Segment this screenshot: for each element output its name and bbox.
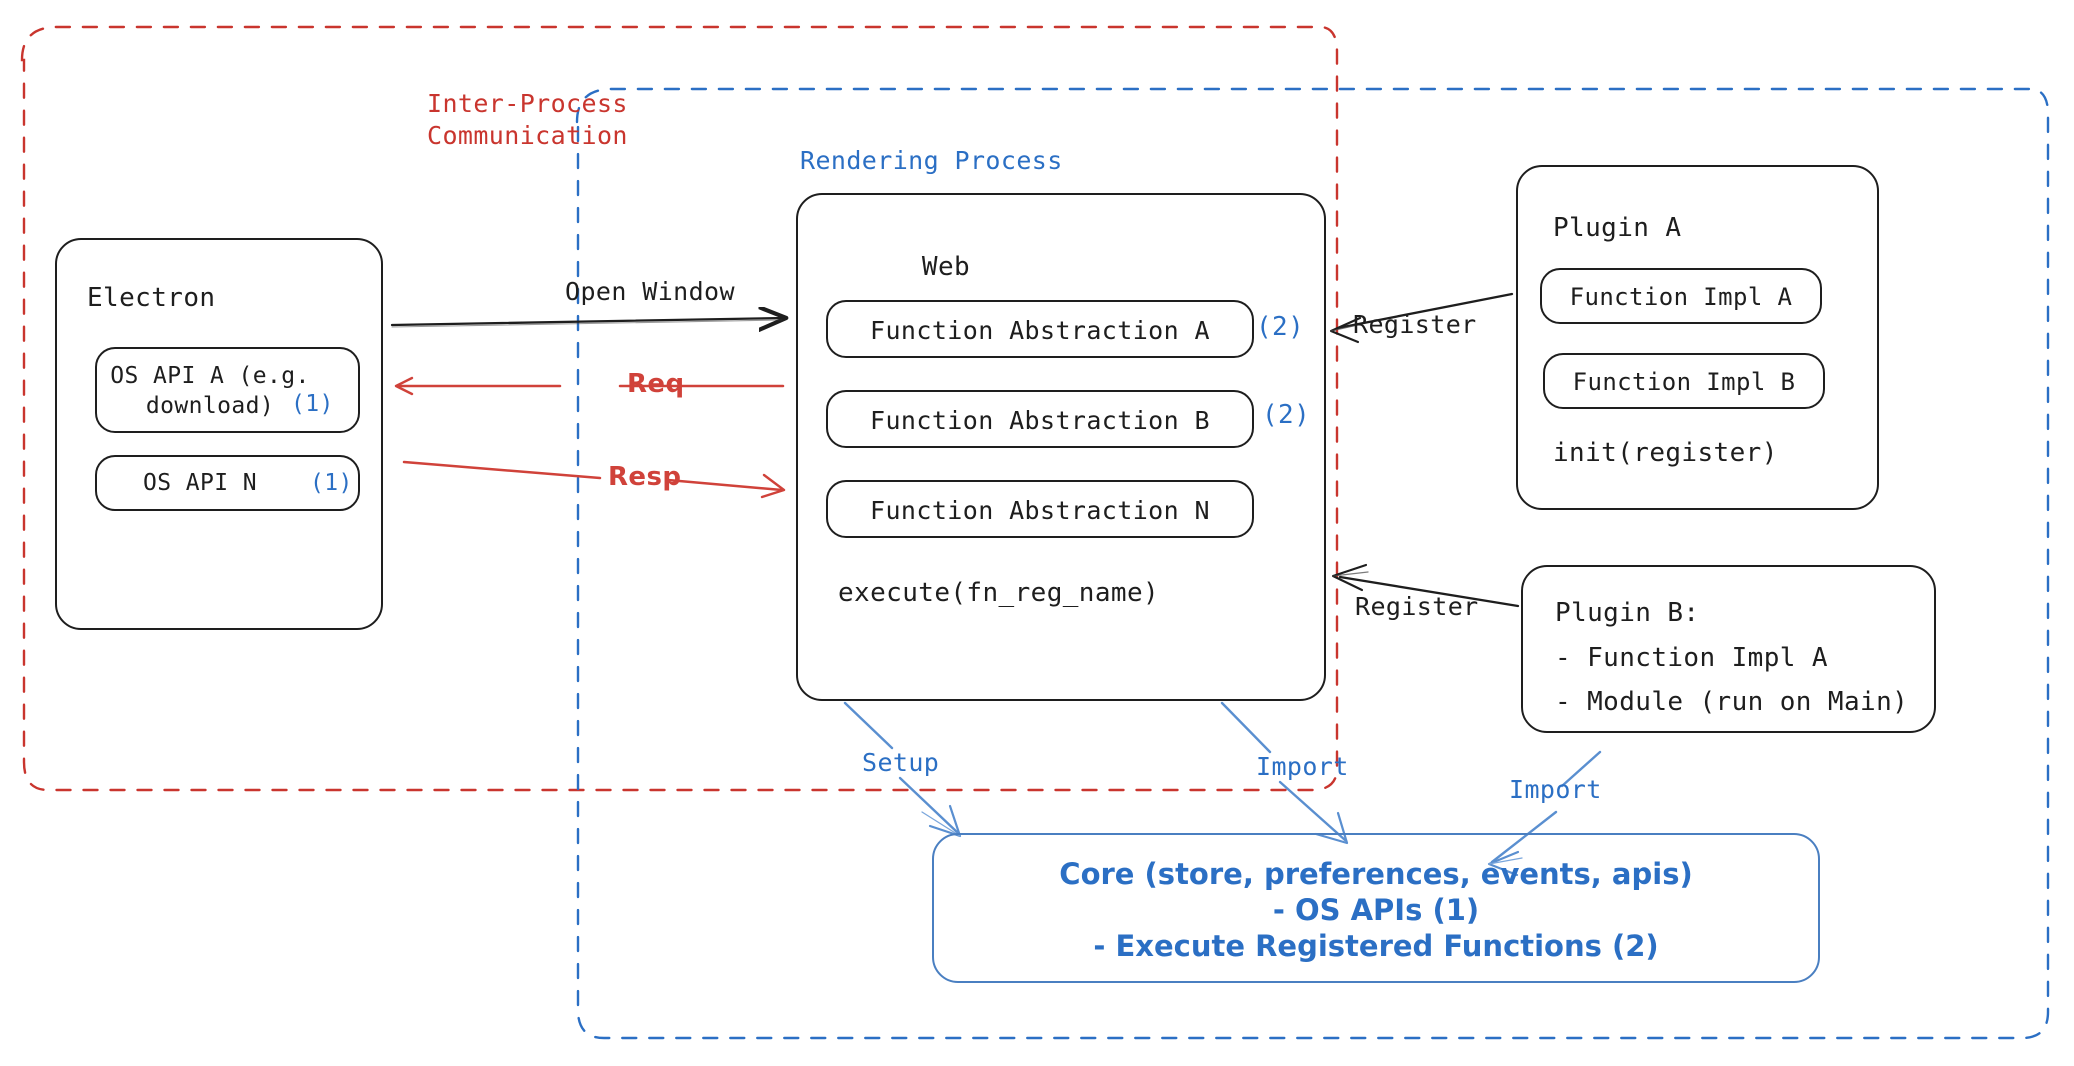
rendering-process-label: Rendering Process — [800, 146, 1063, 175]
os-api-n-label: OS API N — [143, 470, 257, 496]
function-abstraction-a-marker: (2) — [1256, 312, 1305, 342]
function-abstraction-n-box[interactable] — [826, 480, 1254, 538]
function-abstraction-a-label: Function Abstraction A — [870, 316, 1210, 345]
plugin-a-init-label: init(register) — [1553, 438, 1778, 468]
plugin-b-box[interactable] — [1521, 565, 1936, 733]
function-abstraction-b-marker: (2) — [1262, 400, 1311, 430]
electron-box[interactable] — [55, 238, 383, 630]
edge-open-window — [390, 318, 784, 327]
edge-setup-label: Setup — [862, 748, 940, 777]
plugin-a-box[interactable] — [1516, 165, 1879, 510]
core-line-1: Core (store, preferences, events, apis) — [1059, 857, 1693, 891]
function-impl-a-box[interactable] — [1540, 268, 1822, 324]
core-box[interactable] — [932, 833, 1820, 983]
os-api-a-box[interactable] — [95, 347, 360, 433]
edge-import-plugin-label: Import — [1509, 775, 1602, 804]
edge-register-a-label: Register — [1353, 310, 1477, 339]
function-abstraction-b-label: Function Abstraction B — [870, 406, 1210, 435]
function-abstraction-a-box[interactable] — [826, 300, 1254, 358]
edge-req-label: Req — [627, 369, 685, 399]
function-impl-b-box[interactable] — [1543, 353, 1825, 409]
web-title: Web — [921, 252, 971, 282]
electron-title: Electron — [87, 283, 216, 313]
edge-resp-label: Resp — [608, 462, 682, 492]
function-abstraction-n-label: Function Abstraction N — [870, 496, 1210, 525]
os-api-a-label: OS API A (e.g. download) — [110, 363, 310, 420]
web-execute-label: execute(fn_reg_name) — [838, 578, 1160, 608]
edge-import-web-label: Import — [1256, 752, 1349, 781]
os-api-n-marker: (1) — [310, 470, 353, 496]
plugin-b-line-2: - Module (run on Main) — [1555, 687, 1909, 717]
os-api-n-box[interactable] — [95, 455, 360, 511]
plugin-b-title: Plugin B: — [1555, 598, 1700, 628]
edge-register-b-label: Register — [1355, 592, 1479, 621]
plugin-b-line-1: - Function Impl A — [1555, 643, 1828, 673]
core-line-3: - Execute Registered Functions (2) — [1093, 929, 1659, 963]
function-impl-a-label: Function Impl A — [1569, 283, 1793, 311]
function-abstraction-b-box[interactable] — [826, 390, 1254, 448]
function-impl-b-label: Function Impl B — [1572, 368, 1796, 396]
plugin-a-title: Plugin A — [1553, 213, 1682, 243]
edge-req — [394, 376, 785, 396]
os-api-a-marker: (1) — [291, 391, 334, 417]
core-line-2: - OS APIs (1) — [1272, 893, 1480, 927]
ipc-container-label: Inter-Process Communication — [427, 89, 628, 150]
web-box[interactable] — [796, 193, 1326, 701]
edge-open-window-label: Open Window — [565, 277, 735, 306]
edge-resp — [402, 460, 786, 499]
